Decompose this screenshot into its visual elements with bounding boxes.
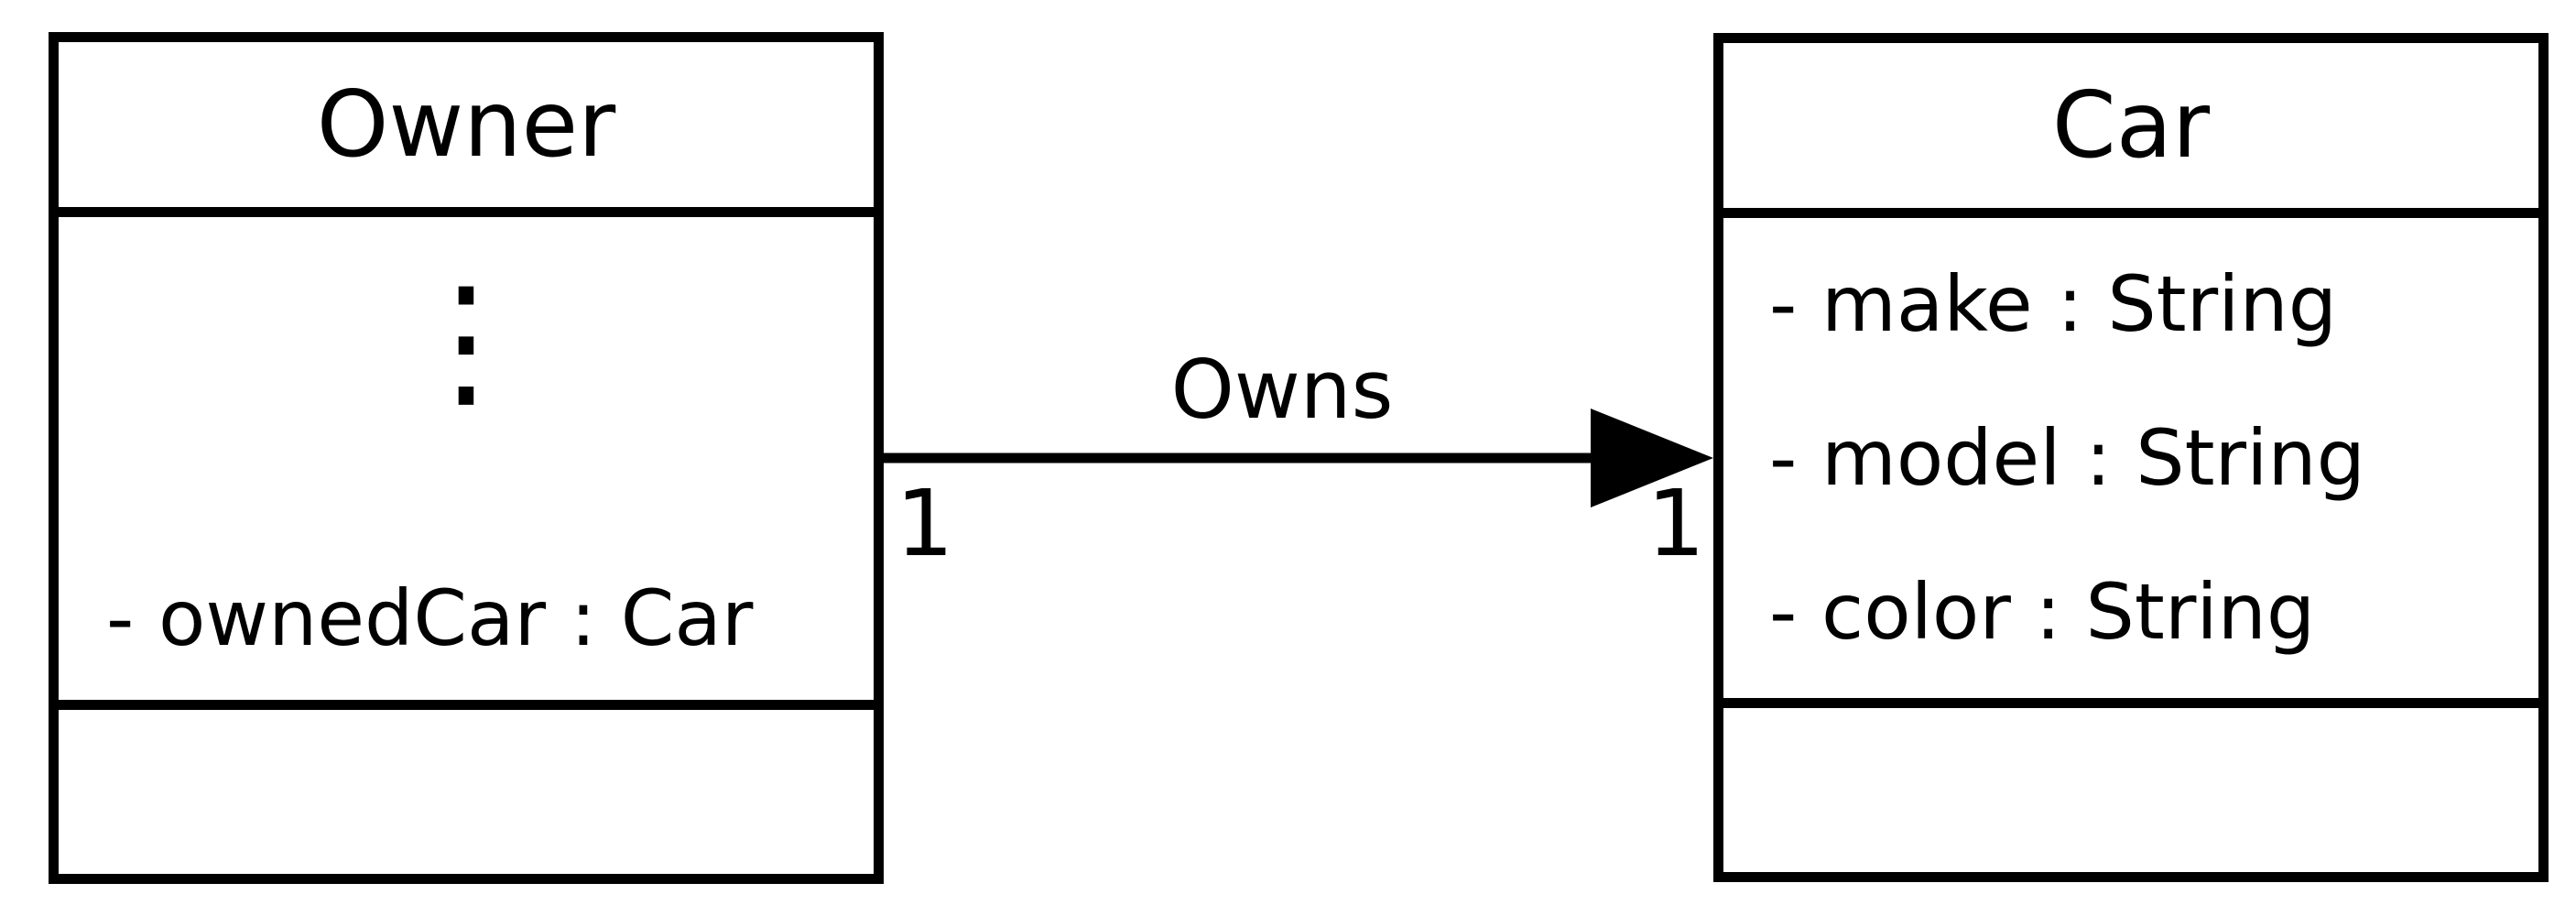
owner-attributes-compartment: ⋮ - ownedCar : Car: [59, 217, 874, 700]
target-multiplicity: 1: [1647, 470, 1705, 577]
source-multiplicity: 1: [896, 470, 954, 577]
car-methods-compartment: [1723, 698, 2538, 872]
class-box-owner: Owner ⋮ - ownedCar : Car: [49, 32, 884, 884]
class-box-car: Car - make : String - model : String - c…: [1713, 33, 2549, 882]
car-attribute-color: - color : String: [1769, 566, 2316, 657]
owner-methods-compartment: [59, 700, 874, 874]
car-class-title: Car: [1723, 43, 2538, 218]
owner-attribute-ownedcar: - ownedCar : Car: [106, 573, 754, 664]
owner-class-title: Owner: [59, 42, 874, 217]
association-label: Owns: [1170, 343, 1394, 437]
ellipsis-dots: ⋮: [393, 255, 539, 426]
car-attributes-compartment: - make : String - model : String - color…: [1723, 218, 2538, 698]
car-attribute-model: - model : String: [1769, 412, 2365, 503]
car-attribute-make: - make : String: [1769, 258, 2338, 349]
